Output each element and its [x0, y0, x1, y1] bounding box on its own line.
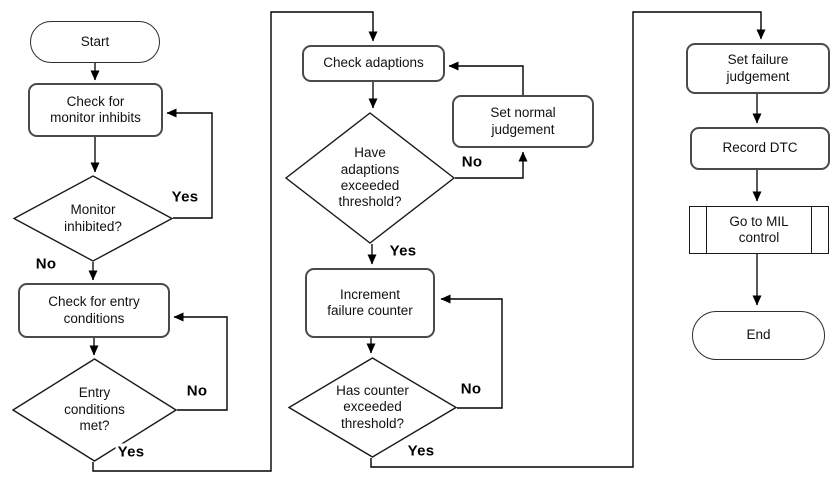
edge-label-counter-yes: Yes: [405, 442, 437, 460]
node-set-failure-judgement: Set failure judgement: [686, 43, 830, 94]
edge-label-entry-conditions-no: No: [184, 382, 210, 400]
edge-label-adaptions-no: No: [459, 153, 485, 171]
node-check-adaptions: Check adaptions: [302, 45, 445, 82]
edge-label-entry-conditions-yes: Yes: [115, 443, 147, 461]
edge-label-adaptions-yes: Yes: [387, 242, 419, 260]
node-go-to-mil-control-label: Go to MIL control: [729, 213, 789, 245]
node-adaptions-exceeded-label: Have adaptions exceeded threshold?: [338, 145, 402, 210]
node-record-dtc: Record DTC: [690, 127, 830, 170]
decision-diamond-shape: [288, 357, 457, 458]
node-start: Start: [30, 21, 160, 63]
node-record-dtc-label: Record DTC: [722, 140, 798, 156]
node-monitor-inhibited: Monitor inhibited?: [13, 175, 173, 262]
node-check-entry-conditions-label: Check for entry conditions: [48, 294, 140, 326]
node-check-monitor-inhibits-label: Check for monitor inhibits: [50, 93, 141, 125]
edge-label-monitor-inhibited-yes: Yes: [169, 188, 201, 206]
node-end: End: [692, 311, 825, 360]
node-entry-conditions-met-label: Entry conditions met?: [64, 385, 125, 434]
node-check-entry-conditions: Check for entry conditions: [18, 283, 170, 338]
edge-set-normal-to-check-adaptions: [448, 61, 524, 95]
node-start-label: Start: [80, 33, 110, 49]
node-set-failure-judgement-label: Set failure judgement: [726, 52, 790, 84]
node-entry-conditions-met: Entry conditions met?: [12, 358, 177, 462]
node-set-normal-judgement-label: Set normal judgement: [490, 105, 556, 137]
node-go-to-mil-control: Go to MIL control: [689, 206, 829, 254]
node-counter-exceeded-threshold: Has counter exceeded threshold?: [288, 357, 457, 458]
node-counter-exceeded-label: Has counter exceeded threshold?: [336, 382, 409, 431]
predefined-process-right-bar: [811, 207, 812, 253]
edge-label-monitor-inhibited-no: No: [33, 255, 59, 273]
node-increment-failure-counter-label: Increment failure counter: [327, 286, 413, 318]
edge-label-counter-no: No: [458, 380, 484, 398]
node-check-adaptions-label: Check adaptions: [323, 55, 424, 71]
decision-diamond-shape: [12, 358, 177, 462]
node-check-monitor-inhibits: Check for monitor inhibits: [28, 83, 163, 137]
node-set-normal-judgement: Set normal judgement: [452, 95, 594, 148]
decision-diamond-shape: [13, 175, 173, 262]
node-end-label: End: [746, 327, 771, 343]
node-adaptions-exceeded-threshold: Have adaptions exceeded threshold?: [285, 112, 455, 244]
predefined-process-left-bar: [706, 207, 707, 253]
node-increment-failure-counter: Increment failure counter: [305, 268, 435, 338]
node-monitor-inhibited-label: Monitor inhibited?: [64, 202, 122, 234]
decision-diamond-shape: [285, 112, 455, 244]
